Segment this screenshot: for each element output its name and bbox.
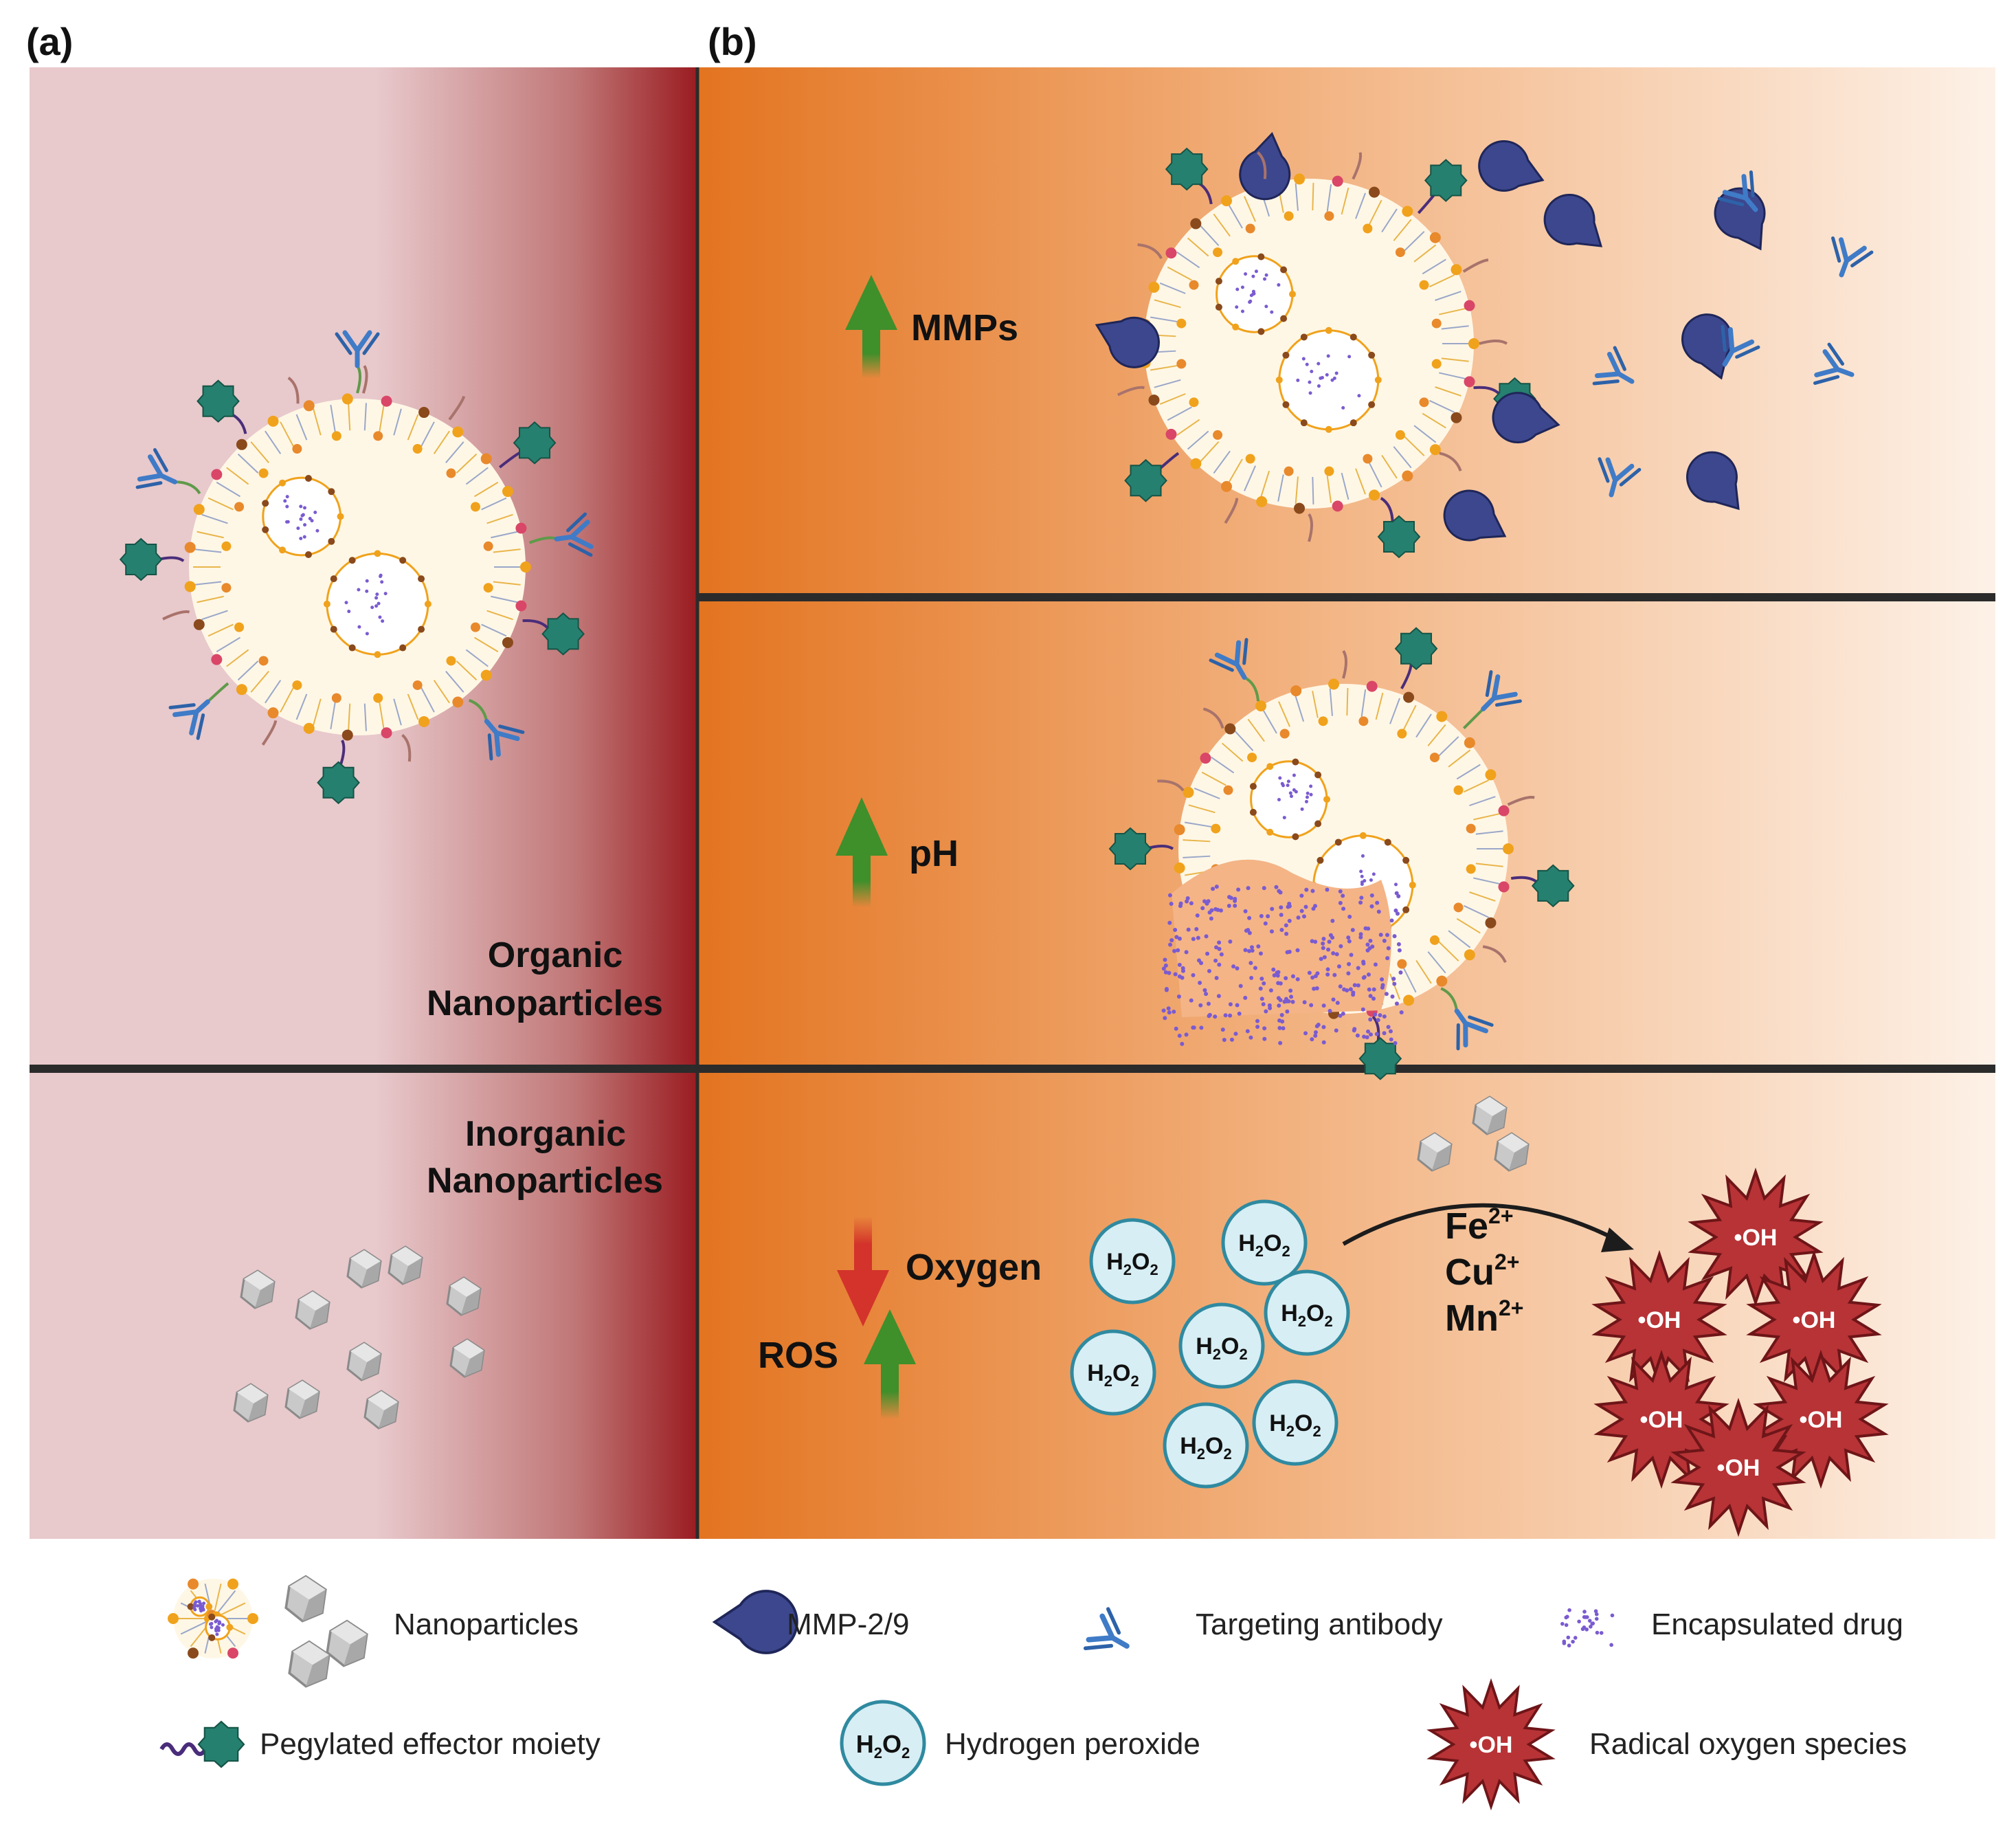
reaction-arrow-head (1601, 1227, 1634, 1252)
h2o2-molecule: H2O2 (1091, 1220, 1174, 1302)
ph-up-arrow (836, 797, 888, 907)
legend-drug-icon (1560, 1608, 1615, 1648)
radical-star: •OH (1749, 1253, 1879, 1386)
reaction-arrow (1342, 1203, 1620, 1246)
svg-text:•OH: •OH (1717, 1455, 1760, 1481)
ros-label: ROS (758, 1335, 838, 1376)
legend-h2o2-icon: H2O2 (842, 1702, 924, 1784)
oxygen-down-arrow (837, 1216, 889, 1326)
ros-up-arrow (864, 1309, 916, 1419)
h2o2-molecule: H2O2 (1180, 1304, 1263, 1387)
svg-text:H2O2: H2O2 (1087, 1360, 1139, 1390)
legend-nanoparticles-icon (168, 1575, 368, 1688)
organic-label-line2: Nanoparticles (427, 984, 663, 1023)
svg-text:H2O2: H2O2 (1106, 1249, 1158, 1278)
ion-fe: Fe2+ (1445, 1203, 1514, 1247)
svg-text:•OH: •OH (1800, 1407, 1843, 1433)
h2o2-molecule: H2O2 (1223, 1201, 1306, 1284)
h2o2-molecule: H2O2 (1266, 1271, 1348, 1354)
organic-nanoparticle-ph (1109, 627, 1575, 1080)
svg-text:H2O2: H2O2 (856, 1730, 910, 1762)
svg-text:H2O2: H2O2 (1196, 1333, 1248, 1363)
panel-label-a: (a) (26, 20, 73, 63)
h2o2-molecule: H2O2 (1072, 1331, 1154, 1414)
inorganic-label-line1: Inorganic (465, 1114, 626, 1154)
legend-mmp-label: MMP-2/9 (787, 1608, 909, 1641)
svg-text:•OH: •OH (1470, 1732, 1513, 1758)
organic-label-line1: Organic (488, 935, 623, 975)
svg-text:H2O2: H2O2 (1238, 1230, 1290, 1260)
radical-star: •OH (1594, 1253, 1725, 1386)
svg-text:H2O2: H2O2 (1269, 1410, 1321, 1440)
legend-antibody-label: Targeting antibody (1196, 1608, 1443, 1641)
legend-antibody-icon (1084, 1608, 1139, 1666)
legend-ros-label: Radical oxygen species (1589, 1727, 1907, 1761)
h2o2-molecule: H2O2 (1254, 1381, 1336, 1464)
oxygen-label: Oxygen (906, 1247, 1042, 1288)
inorganic-label-line2: Nanoparticles (427, 1161, 663, 1201)
legend-peg-label: Pegylated effector moiety (260, 1727, 601, 1761)
radical-star: •OH (1673, 1401, 1804, 1534)
hydroxyl-radicals: •OH •OH •OH •OH •OH •OH (1594, 1170, 1886, 1534)
legend-h2o2-label: Hydrogen peroxide (945, 1727, 1200, 1761)
ion-mn: Mn2+ (1445, 1296, 1523, 1339)
legend-ros-icon: •OH (1429, 1680, 1553, 1808)
legend-nanoparticles-label: Nanoparticles (394, 1608, 579, 1641)
left-panel-inorganic-bg (30, 1070, 696, 1539)
ph-label: pH (909, 833, 959, 874)
organic-nanoparticle-left (120, 333, 592, 804)
svg-text:•OH: •OH (1638, 1307, 1681, 1333)
legend-drug-label: Encapsulated drug (1651, 1608, 1903, 1641)
panel-label-b: (b) (708, 20, 757, 63)
svg-text:•OH: •OH (1793, 1307, 1836, 1333)
radical-star: •OH (1756, 1353, 1886, 1486)
ion-cu: Cu2+ (1445, 1249, 1519, 1293)
mmps-up-arrow (845, 275, 897, 378)
organic-nanoparticle-mmp (1085, 128, 1536, 558)
svg-text:•OH: •OH (1640, 1407, 1683, 1433)
svg-text:H2O2: H2O2 (1180, 1433, 1232, 1463)
h2o2-molecule: H2O2 (1165, 1404, 1247, 1487)
legend-mmp-icon (713, 1590, 798, 1654)
svg-text:•OH: •OH (1734, 1225, 1778, 1251)
svg-text:H2O2: H2O2 (1281, 1300, 1333, 1330)
released-drug-cloud (1161, 885, 1404, 1046)
radical-star: •OH (1596, 1353, 1727, 1486)
mmps-label: MMPs (911, 307, 1018, 348)
radical-star: •OH (1690, 1170, 1821, 1304)
legend-peg-icon (159, 1720, 245, 1768)
